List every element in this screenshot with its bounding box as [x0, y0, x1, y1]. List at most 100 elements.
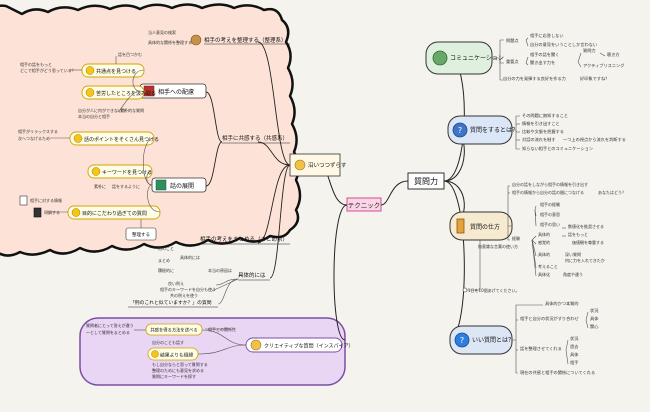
consideration-node[interactable]: 相手への配慮 — [139, 83, 207, 99]
star-icon — [85, 66, 95, 75]
conc-item-1: 相手のキーワードを自分も使う — [160, 286, 216, 292]
m-item-0: 自分の話をしながら相手の情報を引き出す — [512, 181, 588, 187]
m-item-6: 経験 — [512, 235, 520, 241]
cr-item-3: 自分のことも話す — [152, 339, 184, 345]
hardship-node[interactable]: 苦労したところを汲み取る — [81, 85, 156, 100]
consideration-items: 話を目つかむ 相手の話をもっと どこで相手がどう思っている？ 自分が人に何ができ… — [20, 51, 144, 119]
point-label: 話のポイントをそくさん見つける — [84, 136, 159, 143]
m-item-16: 具体化 — [538, 271, 550, 277]
creative-region — [79, 317, 346, 386]
dev-item-5: 話をするように — [112, 183, 140, 189]
comm-item-7: 聴き方 — [607, 51, 620, 58]
purpose-node[interactable]: 目的にこだわり過ぎての質問 — [67, 205, 161, 220]
comm-item-1: 相手に応答しない — [530, 32, 564, 39]
lightbulb-icon — [294, 159, 306, 171]
dev-item-4: 素朴に — [94, 183, 106, 189]
cr-item-7: 整理のためにも意見を求める — [152, 367, 204, 373]
arrange-item-0: 当人意見の検索 — [148, 29, 176, 35]
method-label: 質問の仕方 — [470, 223, 500, 231]
development-node[interactable]: 話の展開 — [151, 177, 207, 193]
g-item-3: 具体 — [590, 315, 599, 322]
cr-item-6: もし自分ならと思って質問する — [152, 361, 208, 367]
quote-label: 「例のこれと似ていますか？」の質問 — [130, 299, 212, 306]
cr-item-0: 質問者にとって答えが違う — [86, 322, 134, 328]
process-node[interactable]: 結果よりも経緯 — [147, 347, 199, 361]
g-item-2: 状況 — [590, 307, 599, 314]
central-node-label: 質問力 — [414, 176, 438, 186]
connector-label: 沿いつつずらす — [308, 161, 347, 169]
m-item-17: 角度や違う — [563, 271, 583, 277]
common-point-label: 共通点を見つける — [96, 68, 136, 75]
creative-method-node[interactable]: 共感を得る方法を述べる — [145, 323, 203, 336]
communication-lines — [492, 37, 606, 81]
q-item-1: 情報を引き出すこと — [522, 120, 560, 127]
m-item-2: あなたはどう？ — [598, 189, 626, 195]
m-item-4: 相手の意思 — [540, 211, 560, 217]
questioning-label: 質問をするとは？ — [470, 126, 518, 134]
cons-item-7: 本当の自分と相手 — [78, 113, 110, 119]
memo-icon — [33, 207, 42, 218]
communication-label: コミュニケーション — [450, 55, 504, 62]
method-lines — [466, 185, 566, 291]
summarize-items: 他のこと 具体的には まとめ 積極的に 本当の原因は — [158, 245, 232, 273]
comm-item-9: 自分の力を発揮する良好を作る力 — [503, 75, 566, 82]
comm-item-10: 好印象ですね？ — [580, 75, 609, 82]
pencil-icon — [456, 218, 465, 234]
question-icon — [452, 122, 468, 138]
people-icon — [432, 50, 448, 66]
cr-item-1: ～として質問をまとめる — [86, 329, 130, 335]
arrange-item-1: 具体的な関係を整理する — [148, 39, 192, 45]
branch-good[interactable]: ? いい質問とは？ — [449, 325, 514, 355]
sum-item-1: 具体的には — [180, 254, 200, 260]
m-item-14: 何に力を入れてきたか — [565, 257, 605, 263]
cons-item-6: 自分が人に何ができないか — [78, 107, 126, 113]
creative-node[interactable]: クリエイティブな質問（インスパイア） — [245, 337, 354, 353]
creative-label: クリエイティブな質問（インスパイア） — [264, 343, 354, 350]
cons-item-1: 話を目つかむ — [118, 51, 142, 57]
keyword-label: キーワードを見つける — [102, 169, 152, 176]
left-spine — [205, 41, 291, 279]
star-icon-2 — [85, 88, 95, 97]
sum-item-2: まとめ — [158, 258, 170, 263]
creative-lines — [134, 328, 247, 355]
m-item-15: 考えること — [538, 263, 558, 269]
point-node[interactable]: 話のポイントをそくさん見つける — [69, 131, 159, 146]
hardship-label: 苦労したところを汲み取る — [96, 90, 156, 97]
common-point-node[interactable]: 共通点を見つける — [81, 63, 145, 78]
sum-item-0: 他のこと — [158, 245, 174, 251]
conc-item-0: 良い例え — [168, 280, 184, 286]
q-item-2: 比較や文脈を把握する — [522, 128, 564, 135]
sync-node[interactable]: 整理する — [125, 227, 157, 241]
star-icon-6 — [151, 350, 159, 358]
keyword-node[interactable]: キーワードを見つける — [87, 164, 153, 179]
arrange-node[interactable]: 相手の考えを整理する（整理系） — [190, 34, 290, 46]
branch-method[interactable]: 質問の仕方 — [449, 211, 513, 241]
comm-item-4: 相手の話を聞く — [530, 51, 559, 58]
q-item-4: 一つ上の視点から流れを判断する — [563, 136, 626, 143]
person-icon — [190, 34, 202, 46]
trunk-lines — [319, 57, 465, 341]
g-item-1: 相手と自分の状況がすり合わせ — [520, 315, 579, 322]
g-item-6: 状況 — [570, 335, 579, 342]
concrete-items: 良い例え 相手のキーワードを自分も使う 共の例えを使う — [160, 280, 216, 298]
cloud-boundary — [0, 3, 302, 257]
connector-node[interactable]: 沿いつつずらす — [289, 153, 347, 177]
empathize-label: 相手に共感する（共感系） — [222, 134, 288, 142]
m-item-5: 相手の思い — [540, 221, 560, 227]
g-item-9: 相手 — [570, 359, 578, 366]
method-items: 自分の話をしながら相手の情報を引き出す 相手の情報から自分の話の間につなげる あ… — [468, 181, 626, 293]
dev-item-9: 相手に対する情報 — [30, 197, 62, 203]
branch-questioning[interactable]: ? 質問をするとは？ — [447, 115, 518, 145]
questioning-lines — [512, 115, 520, 150]
cons-item-2: 相手の話をもっと — [20, 61, 52, 67]
g-item-5: 話を整理させてくれる — [520, 345, 562, 352]
comm-item-5: 聞き出す力を — [530, 59, 555, 66]
comm-item-0: 問題点 — [506, 38, 519, 44]
comm-item-8: アクティブリスニング — [583, 62, 624, 69]
sum-item-3: 積極的に — [158, 267, 174, 273]
m-item-11: 感覚的 — [538, 239, 550, 245]
purpose-label: 目的にこだわり過ぎての質問 — [82, 210, 147, 217]
ellipse-icon — [462, 287, 468, 293]
